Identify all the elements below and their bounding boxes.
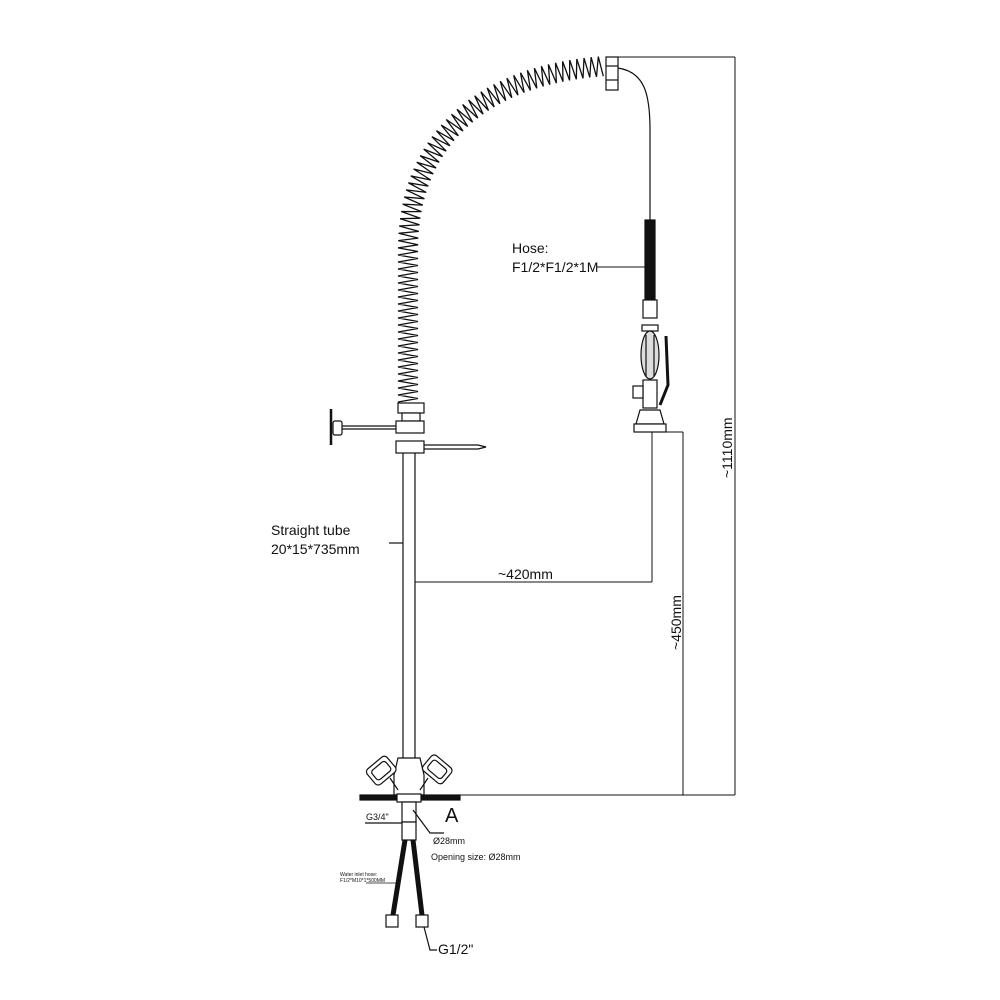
hose-title: Hose: [512, 240, 549, 256]
reach-dimension: ~420mm [498, 566, 553, 582]
hose-fitting-left [385, 914, 399, 928]
g12-leader [423, 926, 437, 951]
total-height-dimension: ~1110mm [719, 417, 735, 478]
inlet-hose-spec: F1/2*M10*1*500MM [340, 878, 386, 884]
spring-coil [397, 56, 604, 403]
hose-fitting-right [415, 914, 429, 928]
spout-height-dimension: ~450mm [668, 595, 684, 650]
hose-line [617, 67, 651, 220]
hose-thread-label: G1/2" [438, 941, 474, 957]
tube-title: Straight tube [271, 522, 351, 538]
spring-coil-zigzag [397, 56, 604, 403]
spring-head-block [605, 56, 619, 91]
inlet-hose-title: Water inlet hose: [340, 872, 378, 878]
diameter-label: Ø28mm [433, 836, 466, 846]
section-mark: A [445, 805, 459, 827]
spring-axis [408, 66, 606, 402]
inlet-hoses [390, 839, 425, 916]
mount-nut [396, 793, 422, 803]
tube-spec: 20*15*735mm [271, 541, 360, 557]
mid-valve-assembly [329, 402, 487, 454]
section-a-leader [412, 809, 444, 834]
mixer-body [365, 754, 453, 796]
hose-dark-section [644, 219, 656, 301]
inlet-thread-label: G3/4" [366, 812, 389, 822]
hose-spec: F1/2*F1/2*1M [512, 259, 599, 275]
dimension-lines [415, 56, 736, 796]
opening-size-label: Opening size: Ø28mm [431, 852, 521, 862]
spray-gun [632, 299, 670, 433]
